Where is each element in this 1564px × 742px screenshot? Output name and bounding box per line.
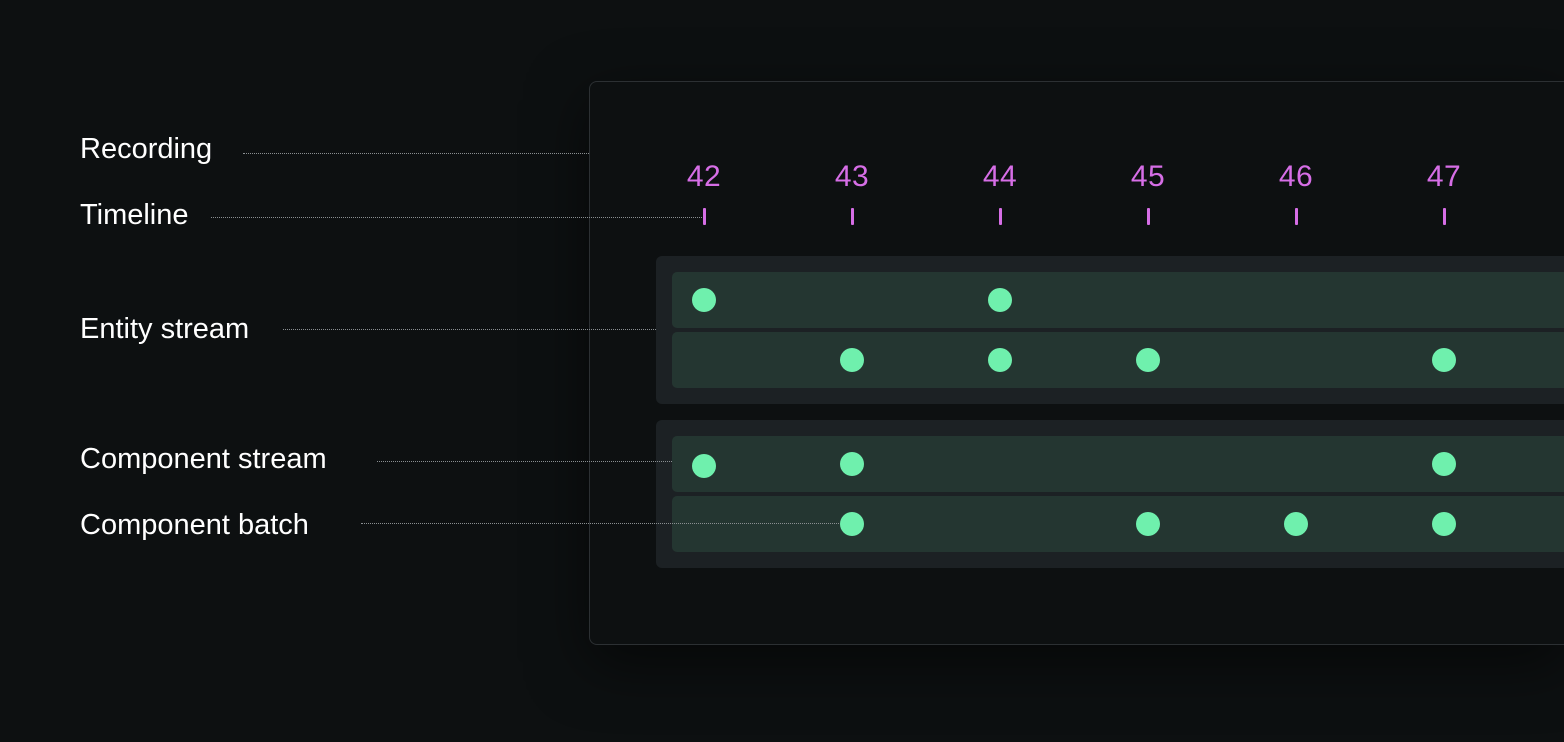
timeline-label: Timeline [80, 199, 189, 231]
event-dot [840, 348, 864, 372]
event-dot [1136, 348, 1160, 372]
tick-mark [850, 208, 854, 225]
tick-label: 42 [686, 160, 722, 193]
tick-label: 47 [1426, 160, 1462, 193]
tick-mark [1146, 208, 1150, 225]
event-dot [988, 288, 1012, 312]
component-batch-label: Component batch [80, 509, 309, 541]
tick-label: 45 [1130, 160, 1166, 193]
entity-stream-label: Entity stream [80, 313, 250, 345]
recording-label: Recording [80, 133, 213, 165]
event-dot [1432, 452, 1456, 476]
component-stream-leader-line [377, 461, 672, 462]
tick-mark [702, 208, 706, 225]
tick-label: 46 [1278, 160, 1314, 193]
entity-stream-track [672, 272, 1564, 328]
tick-mark [1294, 208, 1298, 225]
tick-label: 43 [834, 160, 870, 193]
timeline-leader-line [211, 217, 702, 218]
entity-stream-leader-line [283, 329, 656, 330]
event-dot [840, 512, 864, 536]
tick-mark [998, 208, 1002, 225]
recording-leader-line [243, 153, 589, 154]
event-dot [1432, 348, 1456, 372]
tick-mark [1442, 208, 1446, 225]
event-dot [692, 288, 716, 312]
component-stream-track [672, 436, 1564, 492]
component-batch-leader-line [361, 523, 839, 524]
entity-stream-track [672, 332, 1564, 388]
event-dot [988, 348, 1012, 372]
event-dot [1136, 512, 1160, 536]
tick-label: 44 [982, 160, 1018, 193]
event-dot [1432, 512, 1456, 536]
component-batch-track [672, 496, 1564, 552]
event-dot [1284, 512, 1308, 536]
component-stream-label: Component stream [80, 443, 327, 475]
event-dot [840, 452, 864, 476]
event-dot [692, 454, 716, 478]
